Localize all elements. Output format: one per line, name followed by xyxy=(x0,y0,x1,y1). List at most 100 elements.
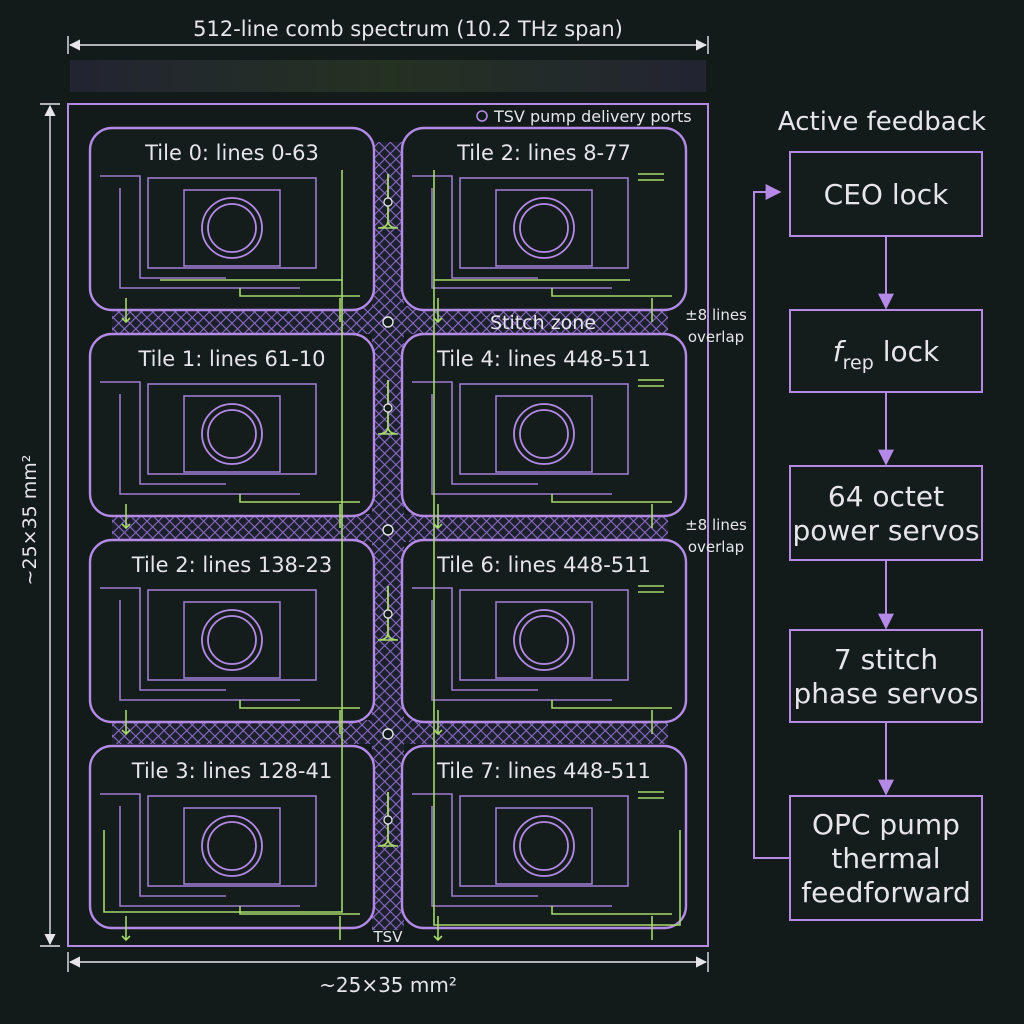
tile-resonator-frame xyxy=(183,807,281,885)
tile-label: Tile 4: lines 448-511 xyxy=(436,347,651,371)
microring-inner xyxy=(207,409,257,459)
feedback-step-label: phase servos xyxy=(793,677,978,710)
feedback-step-0: CEO lock xyxy=(789,151,983,237)
tile-7: Tile 7: lines 448-511 xyxy=(383,744,688,942)
tile-label: Tile 2: lines 138-23 xyxy=(131,553,332,577)
microring-resonator xyxy=(201,197,263,259)
microring-resonator xyxy=(513,815,575,877)
chip-outline xyxy=(67,103,709,947)
output-coupler xyxy=(638,791,664,799)
tile-waveguide xyxy=(412,587,538,691)
tile-waveguide xyxy=(100,381,226,485)
microring-inner xyxy=(519,203,569,253)
tile-resonator-frame xyxy=(495,601,593,679)
microring-inner xyxy=(207,821,257,871)
tsv-port-icon xyxy=(383,609,393,619)
comb-spectrum-lines xyxy=(69,60,707,92)
microring-inner xyxy=(519,409,569,459)
tile-waveguide xyxy=(100,793,226,897)
tsv-label: TSV xyxy=(373,928,404,946)
tile-bus-waveguide xyxy=(551,288,672,297)
stitch-zone-label: Stitch zone xyxy=(490,312,596,334)
feedback-step-label: feedforward xyxy=(801,876,970,909)
tile-label: Tile 7: lines 448-511 xyxy=(436,759,651,783)
tile-2: Tile 1: lines 61-10 xyxy=(88,332,393,530)
overlap-label-2: ±8 lines overlap xyxy=(685,516,747,556)
tile-3: Tile 4: lines 448-511 xyxy=(383,332,688,530)
overlap-label-line2: overlap xyxy=(688,328,744,346)
microring-inner xyxy=(519,821,569,871)
tile-waveguide xyxy=(100,175,226,279)
tile-resonator-frame xyxy=(495,189,593,267)
spectrum-title: 512-line comb spectrum (10.2 THz span) xyxy=(193,17,623,41)
tile-waveguide xyxy=(100,587,226,691)
feedback-step-label: 64 octet xyxy=(828,480,944,513)
tile-6: Tile 3: lines 128-41 xyxy=(88,744,393,942)
feedback-step-label: 7 stitch xyxy=(834,643,938,676)
microring-resonator xyxy=(513,609,575,671)
tile-1: Tile 2: lines 8-77 xyxy=(383,126,688,324)
width-dimension-label: ~25×35 mm² xyxy=(319,973,457,997)
overlap-label-line1: ±8 lines xyxy=(685,306,747,324)
microring-resonator xyxy=(201,609,263,671)
feedback-step-box xyxy=(789,465,983,561)
tile-outline xyxy=(400,332,688,518)
microring-inner xyxy=(207,615,257,665)
tsv-port-icon xyxy=(476,110,488,122)
tile-waveguide-frame xyxy=(147,589,317,681)
tile-waveguide xyxy=(412,381,538,485)
width-dimension: ~25×35 mm² xyxy=(67,952,709,997)
tsv-feed xyxy=(387,380,399,435)
spectrum-header: 512-line comb spectrum (10.2 THz span) xyxy=(67,17,709,92)
microring-resonator xyxy=(201,403,263,465)
tile-bus-waveguide xyxy=(551,494,672,503)
tile-resonator-frame xyxy=(495,807,593,885)
tile-waveguide-frame xyxy=(147,177,317,269)
tile-0: Tile 0: lines 0-63 xyxy=(88,126,393,324)
feedback-step-label: frep lock xyxy=(833,335,940,374)
tile-outline xyxy=(400,538,688,724)
tile-outline xyxy=(88,744,376,930)
spectrum-glow xyxy=(70,60,706,92)
tile-waveguide xyxy=(412,793,538,897)
pump-bus-right xyxy=(433,170,681,926)
pump-stub xyxy=(121,710,131,736)
tsv-feed xyxy=(387,792,399,847)
tile-bus-waveguide xyxy=(239,288,360,297)
tsv-legend-label: TSV pump delivery ports xyxy=(493,107,692,126)
feedback-loop-return xyxy=(753,184,790,859)
tile-bus-waveguide xyxy=(239,700,360,709)
tile-waveguide-frame xyxy=(459,383,629,475)
feedback-step-box xyxy=(789,795,983,921)
tile-label: Tile 0: lines 0-63 xyxy=(144,141,319,165)
tile-waveguide xyxy=(412,175,538,279)
tile-waveguide-frame xyxy=(459,589,629,681)
tile-bus-waveguide xyxy=(239,906,360,915)
tile-outline xyxy=(400,126,688,312)
tile-waveguide-frame xyxy=(459,795,629,887)
output-coupler xyxy=(638,379,664,387)
microring-resonator xyxy=(201,815,263,877)
tile-label: Tile 6: lines 448-511 xyxy=(436,553,651,577)
feedback-step-label: OPC pump xyxy=(812,808,960,841)
overlap-label-line2: overlap xyxy=(688,538,744,556)
pump-stub xyxy=(121,298,131,324)
tsv-port-icon xyxy=(383,197,393,207)
feedback-step-box xyxy=(789,629,983,723)
tile-waveguide-frame xyxy=(459,177,629,269)
feedback-step-box xyxy=(789,309,983,393)
tile-4: Tile 2: lines 138-23 xyxy=(88,538,393,736)
overlap-label-1: ±8 lines overlap xyxy=(685,306,747,346)
tile-outline xyxy=(400,744,688,930)
tile-resonator-frame xyxy=(183,189,281,267)
microring-inner xyxy=(519,615,569,665)
pump-stub xyxy=(433,298,443,324)
feedback-step-label: thermal xyxy=(831,842,940,875)
tsv-port-icon xyxy=(383,815,393,825)
height-dimension: ~25×35 mm² xyxy=(19,103,60,947)
